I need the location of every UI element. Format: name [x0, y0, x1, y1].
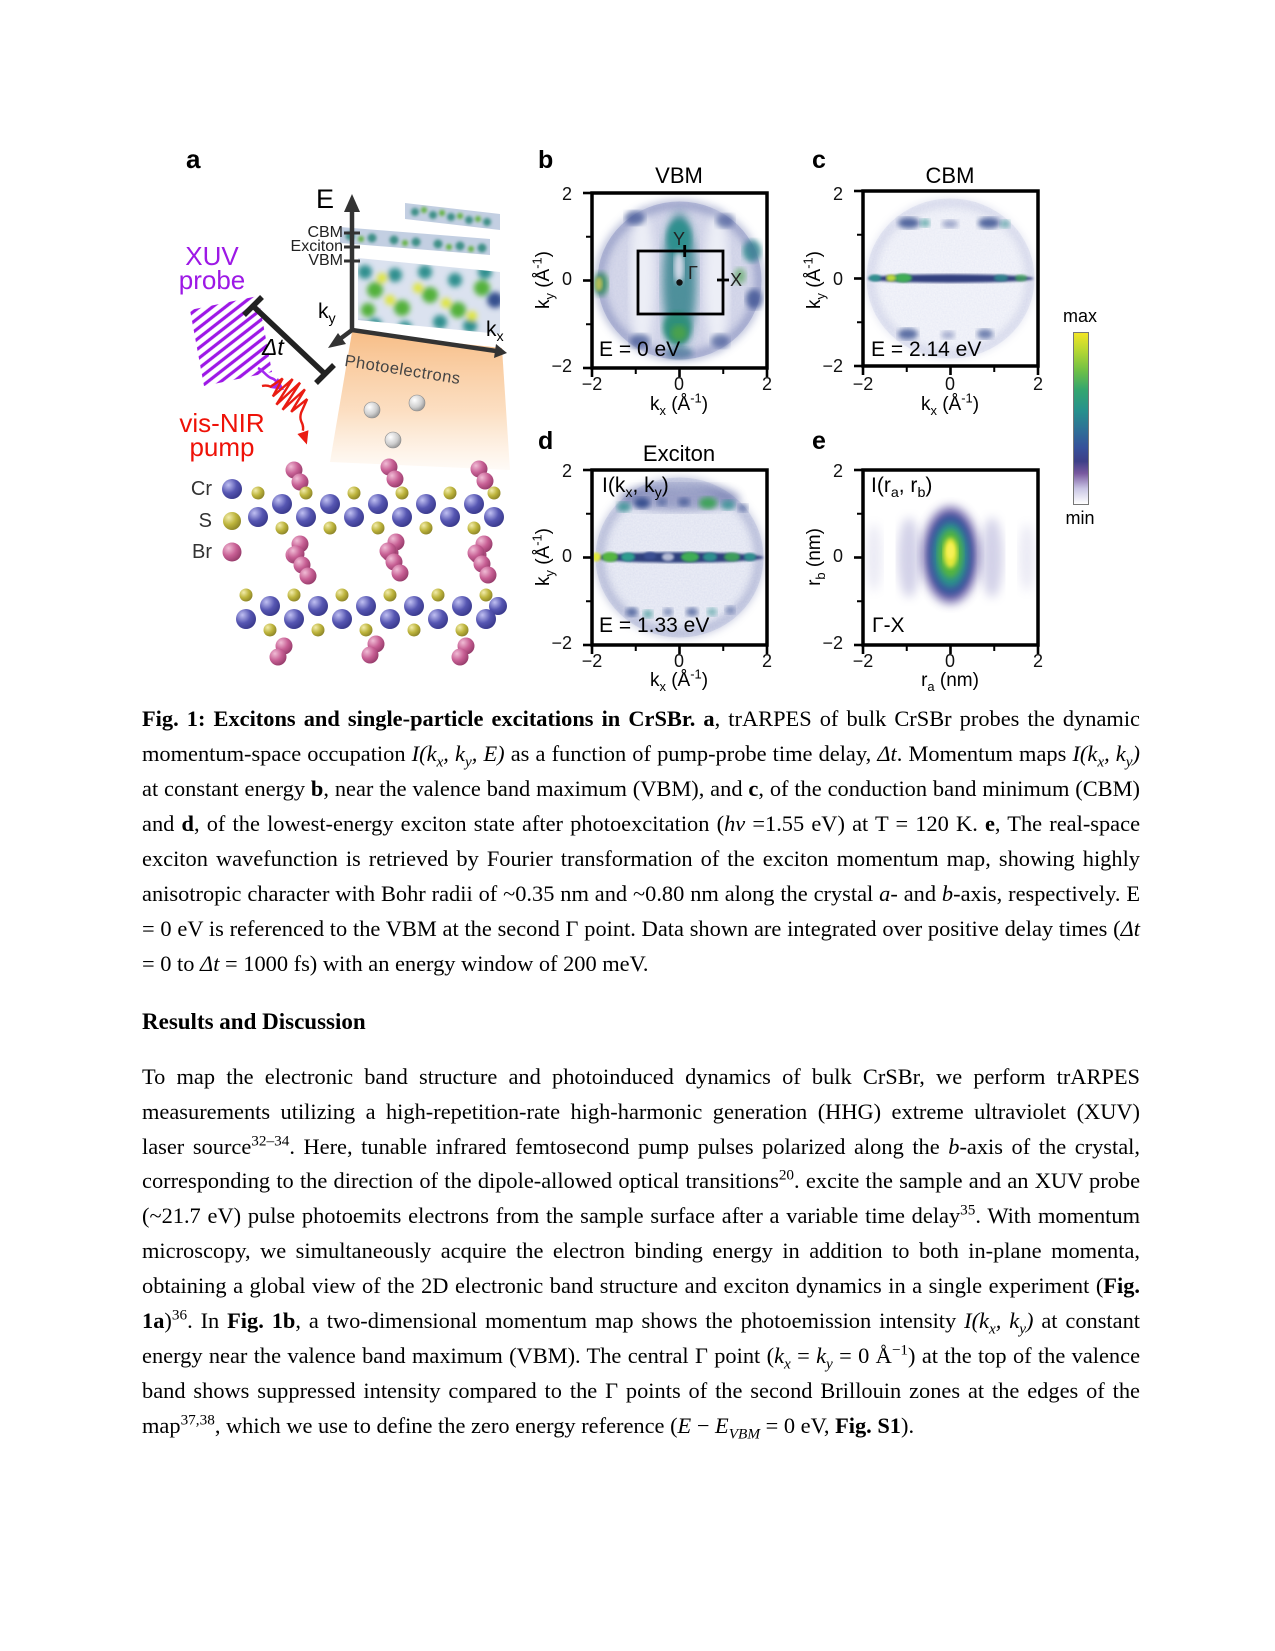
- panel-d-ylabel: ky (Å-1): [529, 527, 557, 587]
- ky-axis-arrow: [328, 328, 354, 348]
- panel-b-xtick-m2: −2: [581, 374, 603, 394]
- gamma-point-dot: [676, 279, 683, 286]
- panel-c-ylabel: ky (Å-1): [800, 250, 828, 310]
- level-vbm-label: VBM: [308, 252, 343, 269]
- kx-axis-arrow: [351, 327, 507, 358]
- panel-a-letter: a: [186, 144, 201, 174]
- panel-b-ylabel: ky (Å-1): [529, 250, 557, 310]
- kx-axis-label: kx: [486, 318, 504, 346]
- panel-b-ytick-2: 2: [561, 184, 572, 204]
- panel-c-xtick-2: 2: [1032, 374, 1043, 394]
- panel-b-energy-label: E = 0 eV: [599, 338, 681, 361]
- panel-d-ytick-0: 0: [561, 546, 572, 566]
- xuv-probe-label-line2: probe: [178, 265, 246, 295]
- body-paragraph: To map the electronic band structure and…: [142, 1063, 1141, 1443]
- plot-frame: [854, 189, 1040, 375]
- panel-e-ytick-2: 2: [832, 461, 843, 481]
- panel-d-energy-label: E = 1.33 eV: [599, 614, 710, 637]
- panel-e-ytick-0: 0: [832, 546, 843, 566]
- legend-s-label: S: [198, 510, 212, 532]
- panel-d-xtick-0: 0: [673, 651, 684, 671]
- panel-c-xtick-0: 0: [944, 374, 955, 394]
- panel-c-ytick-2: 2: [832, 184, 843, 204]
- pump-pulse: [261, 377, 309, 445]
- x-point-label: X: [730, 270, 743, 290]
- panel-d-title: Exciton: [642, 441, 716, 466]
- panel-e-xtick-m2: −2: [852, 651, 874, 671]
- section-heading: Results and Discussion: [142, 1008, 366, 1034]
- figure-caption: Fig. 1: Excitons and single-particle exc…: [142, 706, 1141, 976]
- legend-cr-label: Cr: [190, 478, 212, 500]
- gamma-point-label: Γ: [688, 263, 698, 283]
- brillouin-zone-box: [636, 245, 729, 316]
- panel-b-title: VBM: [655, 163, 703, 188]
- xuv-probe-label-line1: XUV: [185, 241, 239, 271]
- panel-d-letter: d: [538, 427, 554, 455]
- panel-e-xtick-0: 0: [944, 651, 955, 671]
- colorbar-min-label: min: [1065, 508, 1095, 528]
- panel-e-wavefunction-map: [854, 468, 1040, 654]
- panel-b-momentum-map: [583, 191, 769, 377]
- panel-e-letter: e: [812, 427, 826, 455]
- panel-d-xtick-2: 2: [761, 651, 772, 671]
- panel-e-ylabel: rb (nm): [804, 528, 828, 586]
- panel-b-letter: b: [538, 146, 554, 174]
- panel-c-xtick-m2: −2: [852, 374, 874, 394]
- panel-e-direction-label: Γ-X: [872, 614, 905, 637]
- panel-c-letter: c: [812, 146, 826, 174]
- panel-e-ytick-m2: −2: [822, 633, 843, 653]
- panel-b-xlabel: kx (Å-1): [649, 390, 709, 418]
- panel-d-ytick-m2: −2: [551, 633, 572, 653]
- panel-b-xtick-2: 2: [761, 374, 772, 394]
- panel-e-intensity-label: I(ra, rb): [871, 474, 933, 502]
- panel-b-ytick-m2: −2: [551, 356, 572, 376]
- photoelectron-spheres: [363, 394, 426, 449]
- y-point-label: Y: [673, 229, 686, 249]
- panel-c-energy-label: E = 2.14 eV: [871, 338, 982, 361]
- panel-c-ytick-0: 0: [832, 269, 843, 289]
- plot-frame: [854, 468, 1040, 654]
- energy-axis-label: E: [316, 184, 335, 214]
- panel-a-schematic: [190, 194, 510, 666]
- panel-c-ytick-m2: −2: [822, 356, 843, 376]
- panel-c-title: CBM: [925, 163, 975, 188]
- plot-frame: [583, 468, 769, 654]
- panel-e-xlabel: ra (nm): [921, 670, 979, 694]
- element-legend-spheres: [222, 479, 242, 562]
- panel-d-xtick-m2: −2: [581, 651, 603, 671]
- colorbar: [1073, 332, 1089, 505]
- legend-br-label: Br: [192, 541, 212, 563]
- energy-axis: [344, 194, 360, 330]
- crystal-layer-top: [248, 458, 504, 564]
- panel-d-intensity-label: I(kx, ky): [602, 474, 669, 502]
- delay-label: Δt: [262, 334, 284, 360]
- pump-label-line1: vis-NIR: [179, 408, 265, 438]
- panel-c-xlabel: kx (Å-1): [920, 390, 980, 418]
- crystal-layer-bottom: [236, 542, 507, 666]
- level-cbm-label: CBM: [307, 224, 343, 241]
- panel-b-xtick-0: 0: [673, 374, 684, 394]
- panel-d-ytick-2: 2: [561, 461, 572, 481]
- ky-axis-label: ky: [318, 300, 336, 328]
- plot-frame: [583, 191, 769, 377]
- level-exciton-label: Exciton: [290, 238, 343, 255]
- panel-d-xlabel: kx (Å-1): [649, 666, 709, 694]
- panel-e-xtick-2: 2: [1032, 651, 1043, 671]
- band-structure-volume: [340, 203, 500, 334]
- pump-label-line2: pump: [189, 432, 255, 462]
- panel-b-ytick-0: 0: [561, 269, 572, 289]
- text-column: Fig. 1: Excitons and single-particle exc…: [142, 702, 1140, 1444]
- delay-bracket: [242, 295, 336, 385]
- panel-c-momentum-map: [854, 189, 1040, 375]
- colorbar-max-label: max: [1062, 306, 1097, 326]
- panel-d-momentum-map: [583, 468, 769, 654]
